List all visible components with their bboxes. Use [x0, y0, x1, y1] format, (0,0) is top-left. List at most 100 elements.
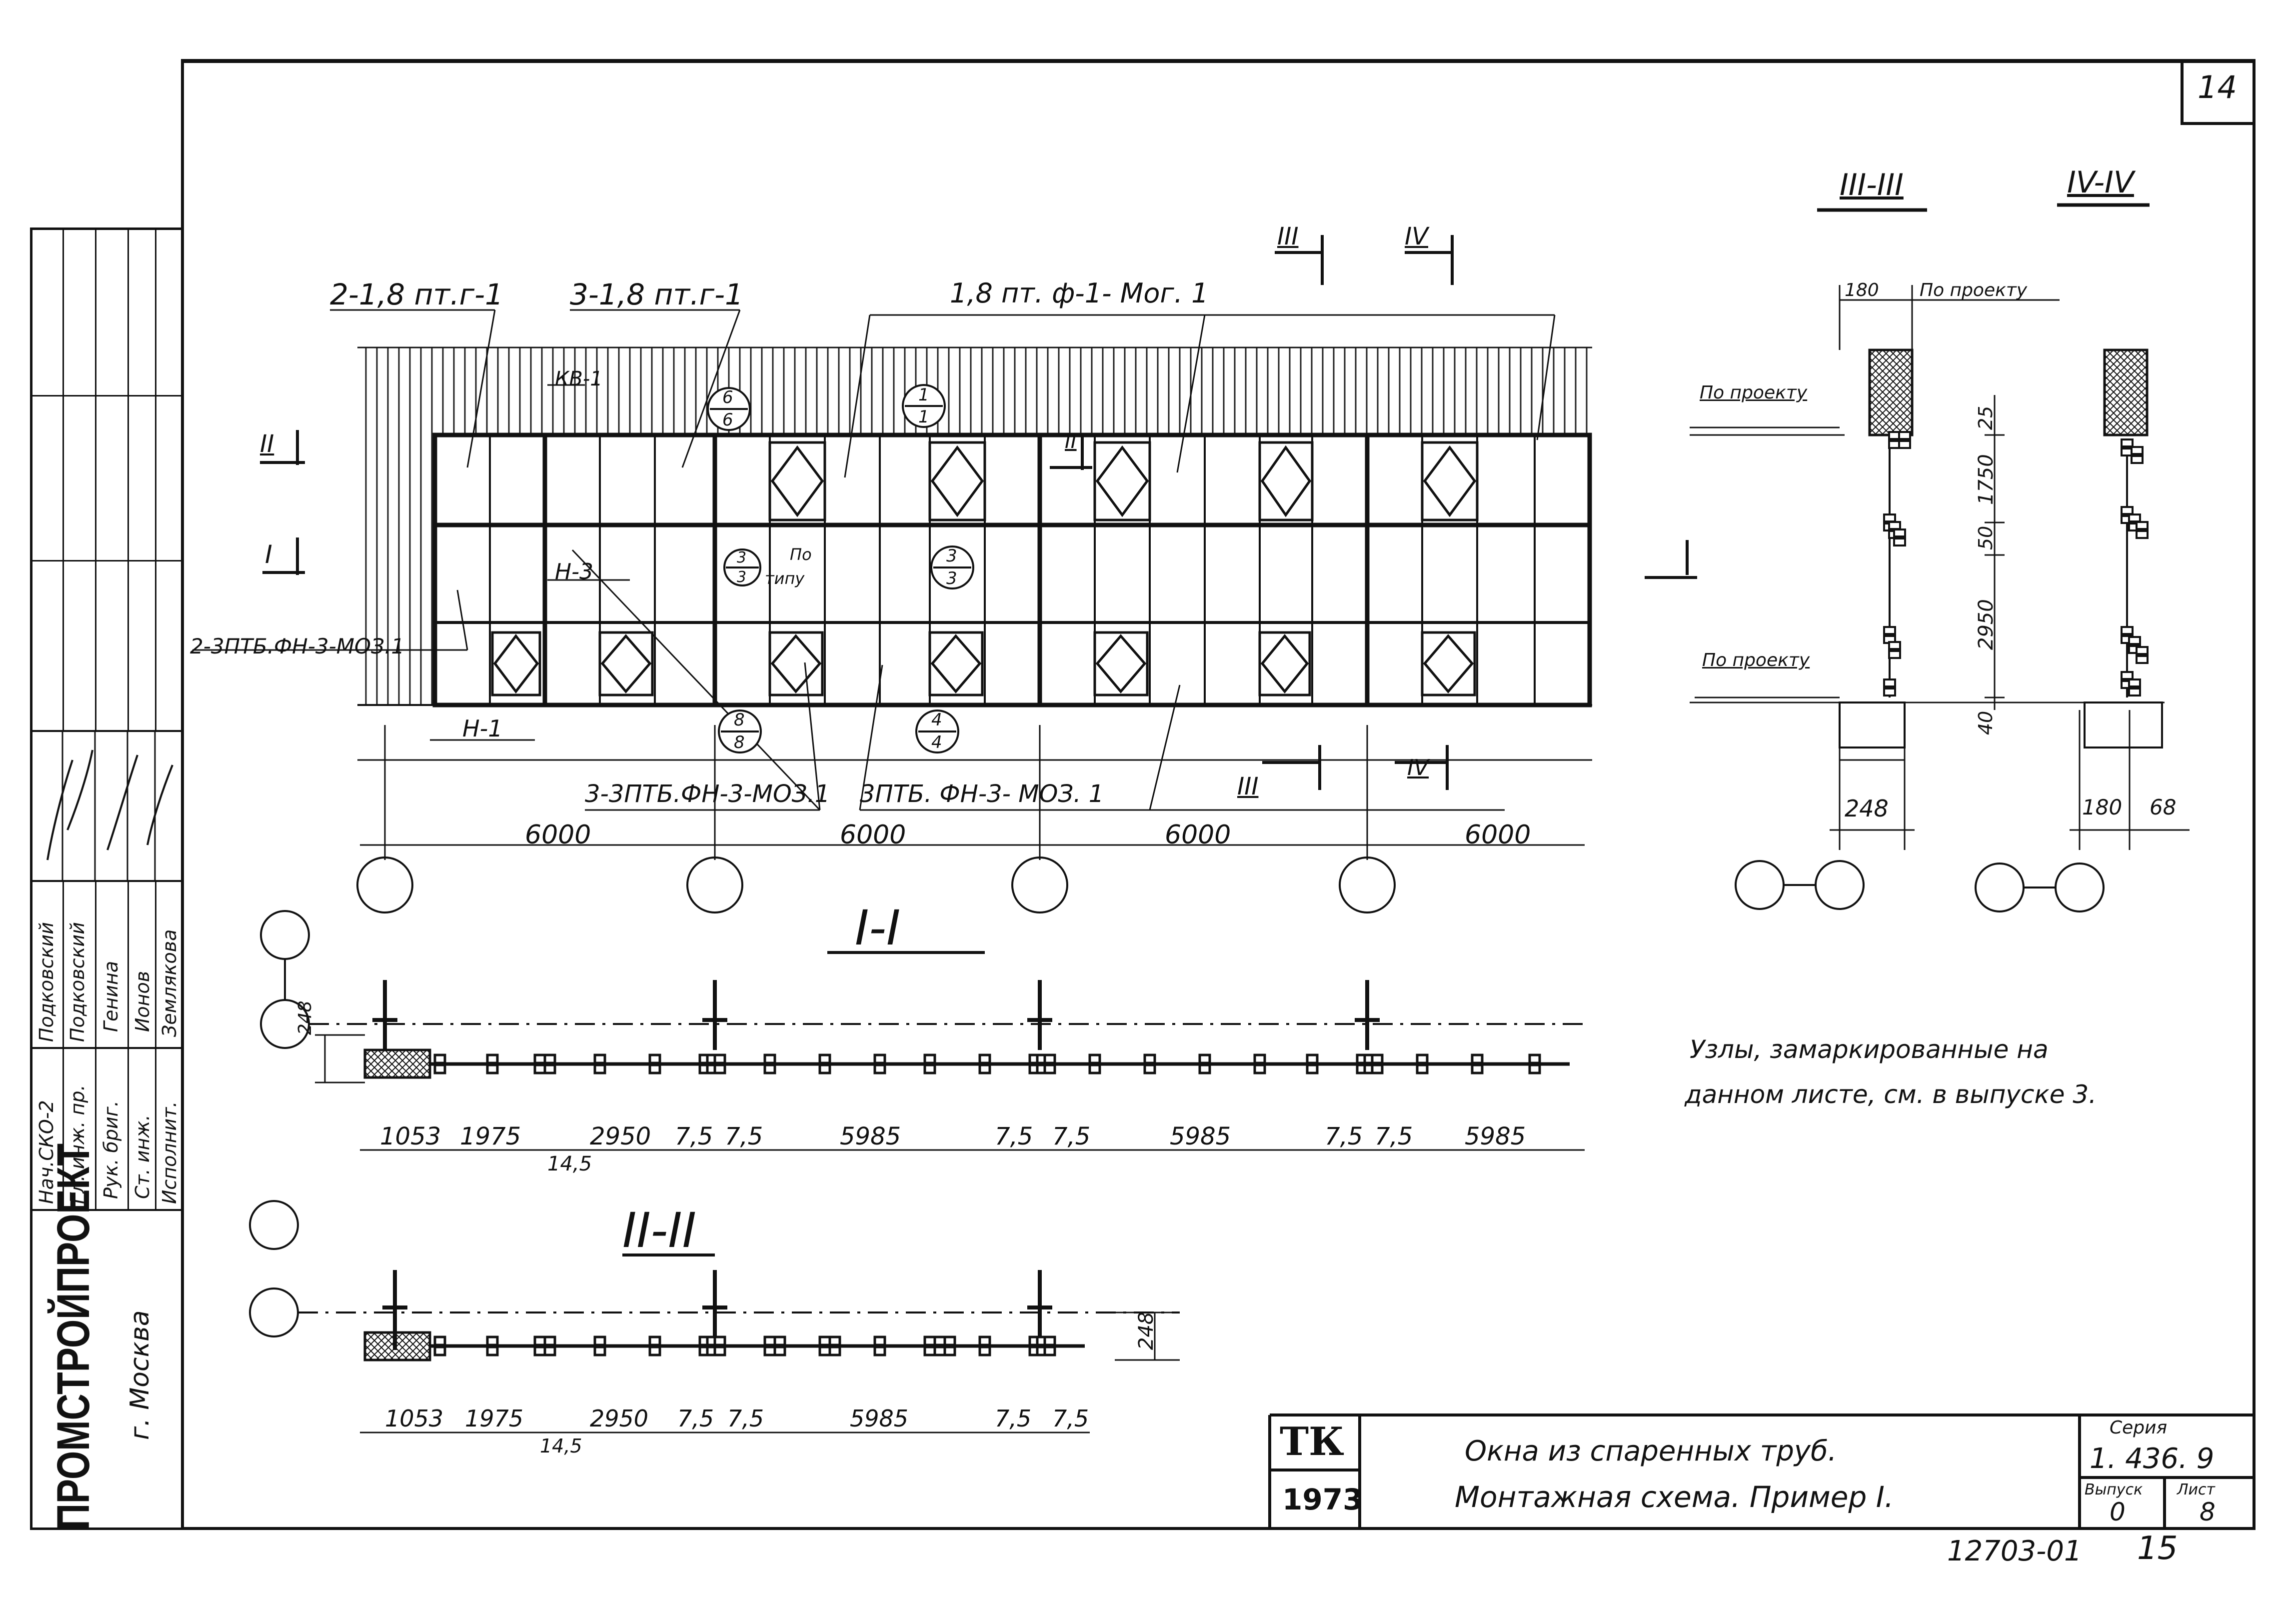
dimension-value: 1053 — [380, 1122, 441, 1150]
pipe-symbol — [1893, 528, 1906, 538]
pipe-symbol — [2136, 655, 2149, 664]
pipe-symbol — [2121, 506, 2134, 515]
pipe-symbol — [763, 1336, 776, 1346]
pipe-symbol — [873, 1336, 886, 1346]
dimension-value-below: 14,5 — [540, 1435, 582, 1457]
pipe-symbol — [543, 1346, 556, 1356]
pipe-symbol — [2128, 636, 2141, 645]
pipe-symbol — [533, 1064, 546, 1074]
pipe-symbol — [873, 1064, 886, 1074]
po-proektu-top: По проекту — [1920, 280, 2028, 300]
node-6-bottom: 6 — [722, 410, 733, 430]
pipe-symbol — [543, 1336, 556, 1346]
dimension-value-below: 14,5 — [547, 1152, 592, 1176]
pipe-symbol — [1471, 1064, 1484, 1074]
stamp-roles: Нач.СКО-2 Гл. инж. пр. Рук. бриг. Ст. ин… — [32, 1049, 183, 1209]
label-po-tipu-2: типу — [765, 569, 805, 588]
node-3b-top: 3 — [946, 546, 957, 566]
dimension-value: 7,5 — [675, 1122, 713, 1150]
pipe-symbol — [2128, 514, 2141, 522]
pipe-symbol — [1883, 626, 1896, 635]
pipe-symbol — [1898, 440, 1911, 449]
span-4: 6000 — [1465, 820, 1531, 850]
pipe-symbol — [533, 1054, 546, 1064]
pipe-symbol — [773, 1336, 786, 1346]
pipe-symbol — [2121, 438, 2134, 448]
pipe-symbol — [1088, 1054, 1101, 1064]
pipe-symbol — [1043, 1054, 1056, 1064]
pipe-symbol — [1416, 1054, 1429, 1064]
dimension-value: 7,5 — [727, 1405, 764, 1432]
node-6-top: 6 — [722, 388, 733, 408]
pipe-symbol — [763, 1064, 776, 1074]
issue-label: Выпуск — [2085, 1481, 2143, 1498]
pipe-symbol — [1043, 1336, 1056, 1346]
pipe-symbol — [1471, 1054, 1484, 1064]
pipe-symbol — [2136, 646, 2149, 655]
pipe-symbol — [2131, 446, 2144, 455]
wall-hatch-left — [357, 435, 435, 705]
pipe-symbol — [818, 1054, 831, 1064]
pipe-symbol — [1883, 688, 1896, 696]
pipe-symbol — [1883, 678, 1896, 688]
pipe-symbol — [648, 1054, 661, 1064]
dimension-value: 7,5 — [995, 1122, 1033, 1150]
sheet-value: 8 — [2200, 1498, 2216, 1526]
pipe-symbol — [933, 1336, 946, 1346]
dimension-value: 7,5 — [1052, 1405, 1089, 1432]
stamp-signatures — [32, 730, 183, 880]
dimension-value: 1053 — [385, 1405, 444, 1432]
pipe-symbol — [648, 1336, 661, 1346]
dimension-value: 7,5 — [677, 1405, 714, 1432]
pipe-symbol — [1371, 1054, 1384, 1064]
pipe-symbol — [2136, 530, 2149, 539]
bottom-code: 12703-01 — [1947, 1535, 2082, 1568]
dimension-value: 1975 — [465, 1405, 524, 1432]
span-2: 6000 — [840, 820, 906, 850]
section-II-dim-248: 248 — [1135, 1312, 1158, 1350]
pipe-symbol — [533, 1336, 546, 1346]
pipe-symbol — [978, 1336, 991, 1346]
dimension-value: 7,5 — [1325, 1122, 1363, 1150]
pipe-symbol — [1143, 1064, 1156, 1074]
dim-180-top: 180 — [1845, 280, 1879, 300]
pipe-symbol — [2131, 455, 2144, 464]
section-I-dim-248: 248 — [295, 1000, 315, 1035]
pipe-symbol — [943, 1336, 956, 1346]
section-IV-title: IV-IV — [2067, 165, 2134, 200]
vent-panels — [491, 441, 1479, 696]
pipe-symbol — [1416, 1064, 1429, 1074]
title-line-1: Окна из спаренных труб. — [1465, 1435, 1837, 1468]
pipe-symbol — [543, 1064, 556, 1074]
title-line-2: Монтажная схема. Пример I. — [1455, 1480, 1894, 1514]
pipe-symbol — [1528, 1054, 1541, 1064]
label-1-8pt-f1: 1,8 пт. ф-1- Мог. 1 — [950, 278, 1209, 309]
label-kb-1: КВ-1 — [555, 368, 603, 390]
pipe-symbol — [943, 1346, 956, 1356]
pipe-symbol — [978, 1054, 991, 1064]
pipe-symbol — [818, 1064, 831, 1074]
pipe-symbol — [873, 1346, 886, 1356]
dimension-value: 7,5 — [995, 1405, 1032, 1432]
pipe-symbol — [1253, 1064, 1266, 1074]
vdim-1750: 1750 — [1975, 454, 1998, 505]
pipe-symbol — [713, 1064, 726, 1074]
pipe-symbol — [713, 1054, 726, 1064]
pipe-symbol — [818, 1346, 831, 1356]
pipe-symbol — [593, 1336, 606, 1346]
section-mark-II-center: II — [1065, 430, 1077, 453]
label-n-3: Н-3 — [555, 559, 593, 584]
label-bottom-panel-2: 3ПТБ. ФН-3- МОЗ. 1 — [860, 780, 1104, 808]
span-1: 6000 — [525, 820, 591, 850]
pipe-symbol — [1143, 1054, 1156, 1064]
dimension-value: 5985 — [1170, 1122, 1231, 1150]
series-label: Серия — [2110, 1418, 2168, 1438]
pipe-symbol — [1883, 514, 1896, 522]
pipe-symbol — [978, 1064, 991, 1074]
pipe-symbol — [978, 1346, 991, 1356]
section-mark-IV-top: IV — [1405, 222, 1428, 250]
sections-III-IV — [1690, 203, 2190, 912]
node-1-bottom: 1 — [918, 407, 929, 427]
section-mark-III-top: III — [1277, 222, 1299, 250]
wall-elevation — [192, 235, 1697, 914]
